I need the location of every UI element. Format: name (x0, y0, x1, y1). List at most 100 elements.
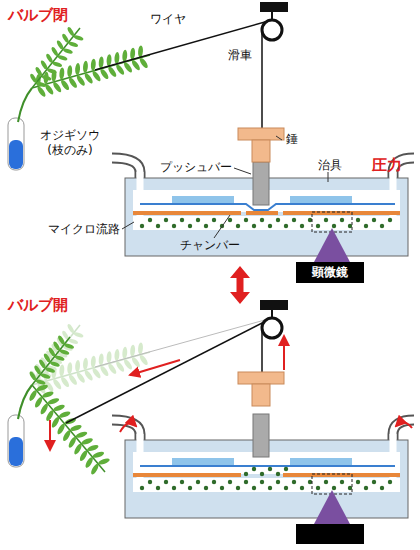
leaflet (138, 57, 149, 70)
particle (300, 486, 304, 490)
particle (196, 218, 200, 222)
pulley (262, 20, 282, 40)
string (261, 328, 263, 372)
leaflet (98, 457, 111, 466)
leaflet (75, 430, 88, 439)
objective (314, 490, 350, 524)
leaf-stalk (32, 28, 80, 88)
leaflet (90, 463, 100, 476)
leaflet (60, 376, 71, 389)
leaflet (107, 66, 118, 79)
pulley (262, 318, 282, 338)
leaflet (67, 65, 73, 77)
leaflet (123, 61, 134, 74)
leaflet (69, 424, 82, 433)
leaflet (47, 68, 58, 75)
water (9, 437, 23, 466)
particle (244, 480, 248, 484)
pad (172, 196, 234, 203)
leaflet (36, 384, 49, 393)
particle (268, 486, 272, 490)
leaflet (45, 367, 56, 374)
leaflet (57, 54, 68, 61)
mimosa (18, 26, 150, 122)
particle (364, 224, 368, 228)
leaflet (73, 34, 84, 41)
leaflet (28, 389, 38, 402)
part-label: 滑車 (228, 48, 252, 63)
pdms-layer (283, 211, 400, 215)
leaflet (54, 355, 65, 362)
particle (188, 486, 192, 490)
particle (148, 480, 152, 484)
leaflet (41, 390, 54, 399)
microchannel (133, 478, 400, 492)
leaflet (83, 369, 94, 382)
particle (380, 486, 384, 490)
particle (220, 486, 224, 490)
pad (172, 458, 234, 465)
particle (148, 218, 152, 222)
leaflet (75, 63, 81, 75)
particle (356, 218, 360, 222)
water (9, 140, 23, 169)
leaflet (52, 81, 63, 94)
leaflet (115, 63, 126, 76)
leaflet (50, 416, 60, 429)
leaflet (68, 77, 79, 90)
leaflet (45, 53, 54, 64)
leaflet (114, 349, 120, 361)
particle (172, 224, 176, 228)
particle (188, 224, 192, 228)
weight (238, 128, 284, 140)
particle (380, 224, 384, 228)
part-label: マイクロ流路 (48, 222, 120, 237)
leaflet (106, 351, 112, 363)
leaflet (67, 362, 73, 374)
leader-line (234, 168, 251, 174)
pad (290, 458, 352, 465)
particle (332, 486, 336, 490)
leader-line (328, 172, 329, 182)
particle (164, 480, 168, 484)
leaflet (99, 68, 110, 81)
motion-arrow (396, 422, 412, 428)
particle (140, 224, 144, 228)
string (261, 30, 263, 128)
particle (316, 486, 320, 490)
part-label: プッシュバー (160, 160, 232, 175)
particle (228, 218, 232, 222)
particle (292, 218, 296, 222)
leaflet (62, 429, 72, 442)
leaflet (66, 323, 75, 334)
particle (292, 480, 296, 484)
particle (196, 480, 200, 484)
particle (204, 486, 208, 490)
leaflet (68, 41, 79, 48)
leaflet (39, 403, 49, 416)
leaflet (34, 66, 43, 77)
leaflet (106, 54, 112, 66)
leaflet (86, 444, 99, 453)
leaflet (138, 45, 144, 57)
leaf-stalk (32, 385, 105, 472)
particle (260, 480, 264, 484)
push-bar (253, 162, 269, 205)
leaflet (59, 349, 70, 356)
test-tube (8, 415, 24, 467)
leaflet (53, 404, 66, 413)
leaflet (47, 397, 60, 406)
wire (66, 318, 272, 423)
leaflet (29, 371, 38, 382)
leaflet (67, 436, 77, 449)
leaflet (75, 360, 81, 372)
particle (388, 480, 392, 484)
leaflet (57, 335, 66, 346)
particle (340, 218, 344, 222)
leaflet (52, 341, 61, 352)
microscope-label: 顕微鏡 (302, 264, 358, 281)
push-bar (253, 414, 269, 457)
particle (340, 480, 344, 484)
leaflet (75, 371, 86, 384)
